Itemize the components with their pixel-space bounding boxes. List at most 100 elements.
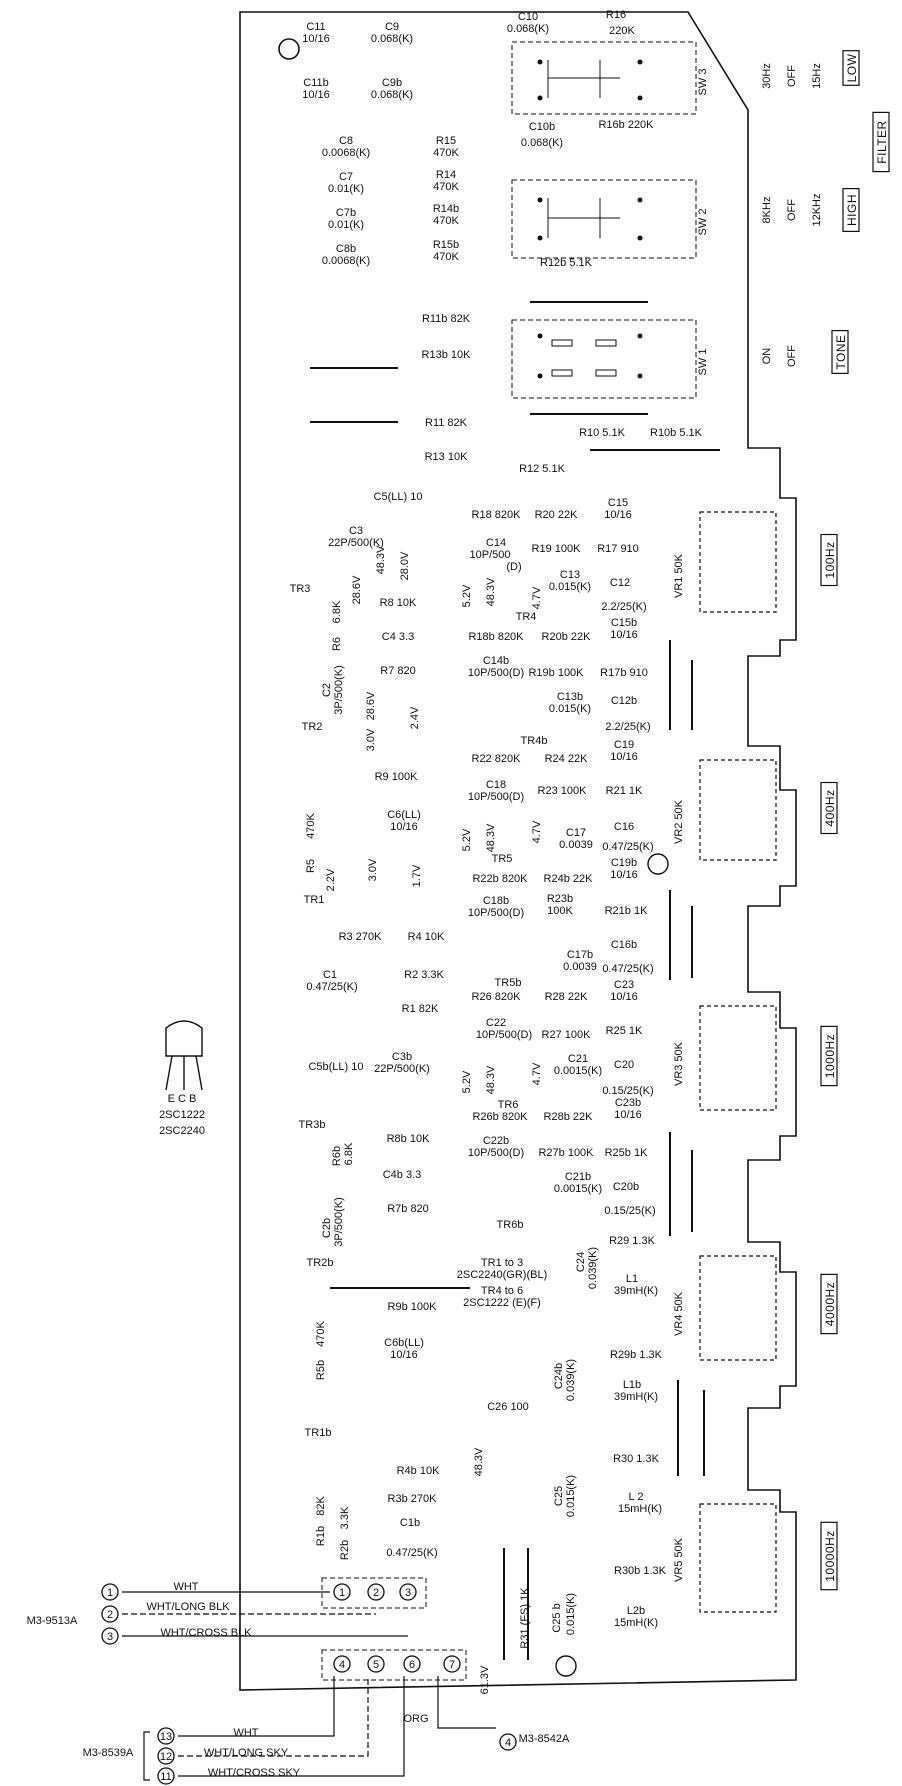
component-label: C7b xyxy=(336,207,356,219)
jumper-wires xyxy=(310,301,720,1660)
component-label: C19 xyxy=(614,739,634,751)
component-label: TR4b xyxy=(521,735,548,747)
component-label: 0.068(K) xyxy=(371,33,413,45)
component-label: TR6 xyxy=(498,1099,519,1111)
component-label: C11b xyxy=(303,77,328,89)
vertical-label: 0.015(K) xyxy=(565,1475,577,1517)
component-label: C1 xyxy=(323,969,337,981)
component-label: R20b 22K xyxy=(542,631,592,643)
vertical-label: 30Hz xyxy=(761,63,773,89)
vertical-label: R5 xyxy=(305,859,317,873)
component-label: 0.15/25(K) xyxy=(602,1085,653,1097)
component-label: TR2 xyxy=(302,721,323,733)
vertical-label: VR2 50K xyxy=(673,799,685,844)
component-label: 0.0039 xyxy=(563,961,597,973)
label-frame xyxy=(820,781,838,835)
component-label: R21 1K xyxy=(606,785,643,797)
connector-pin: 1 xyxy=(101,1583,119,1601)
terminal-pin-number: 6 xyxy=(409,1659,415,1671)
component-label: C1b xyxy=(400,1517,420,1529)
vertical-label: 5.2V xyxy=(461,584,473,607)
component-label: WHT xyxy=(173,1581,198,1593)
connector-pin-ring xyxy=(157,1767,175,1785)
component-label: R4b 10K xyxy=(397,1465,440,1477)
mounting-hole-bottom xyxy=(555,1655,577,1677)
component-label: TR4 xyxy=(516,611,537,623)
label-frame xyxy=(842,50,860,86)
vertical-label: 470K xyxy=(305,812,317,838)
component-label: 39mH(K) xyxy=(614,1285,658,1297)
component-label: R3b 270K xyxy=(388,1493,438,1505)
component-label: 220K xyxy=(609,25,635,37)
switch-sw1 xyxy=(511,319,697,399)
component-label: 0.068(K) xyxy=(521,137,563,149)
component-label: R22b 820K xyxy=(472,873,528,885)
vertical-label: 4.7V xyxy=(531,586,543,609)
terminal-pin: 7 xyxy=(443,1655,461,1673)
component-label: WHT/LONG BLK xyxy=(146,1601,230,1613)
connector-pin: 3 xyxy=(101,1627,119,1645)
vertical-label: C25 xyxy=(553,1486,565,1506)
vertical-label: 3.0V xyxy=(365,728,377,751)
terminal-pin: 1 xyxy=(333,1583,351,1601)
connector-pin: 12 xyxy=(157,1747,175,1765)
boxed-label: HIGH xyxy=(842,188,860,232)
component-label: C21b xyxy=(565,1171,591,1183)
component-label: TR5 xyxy=(492,853,513,865)
component-label: R25 1K xyxy=(606,1025,643,1037)
component-label: C9 xyxy=(385,21,399,33)
component-label: 0.015(K) xyxy=(549,703,591,715)
label-frame xyxy=(872,111,890,173)
component-label: R17b 910 xyxy=(600,667,648,679)
connector-pin-number: 1 xyxy=(107,1587,113,1599)
vertical-label: 48.3V xyxy=(473,1447,485,1476)
component-label: L2b xyxy=(627,1605,645,1617)
component-label: TR1 to 3 xyxy=(481,1257,523,1269)
component-label: C8b xyxy=(336,243,356,255)
vertical-label: R1b xyxy=(315,1526,327,1546)
vertical-label: 0.039(K) xyxy=(587,1247,599,1289)
vertical-label: 6.8K xyxy=(331,600,343,623)
component-label: C12b xyxy=(611,695,637,707)
component-label: R13b 10K xyxy=(422,349,472,361)
component-label: R28b 22K xyxy=(544,1111,594,1123)
label-frame xyxy=(820,1521,838,1591)
component-label: 100K xyxy=(547,905,573,917)
component-label: 470K xyxy=(433,251,459,263)
component-label: C14 xyxy=(486,537,506,549)
component-label: TR3 xyxy=(290,583,311,595)
component-label: 0.0015(K) xyxy=(554,1183,602,1195)
component-label: R18b 820K xyxy=(468,631,524,643)
vertical-label: 48.3V xyxy=(375,545,387,574)
component-label: 0.015(K) xyxy=(549,581,591,593)
vertical-label: R2b xyxy=(339,1540,351,1560)
component-label: R7 820 xyxy=(380,665,415,677)
component-labels: C1110/16C90.068(K)C100.068(K)R16220KC11b… xyxy=(27,9,703,1779)
terminal-pin-ring xyxy=(333,1583,351,1601)
component-label: R11b 82K xyxy=(422,313,471,325)
component-label: C3 xyxy=(349,525,363,537)
vertical-label: 3.3K xyxy=(339,1506,351,1529)
vertical-label: VR5 50K xyxy=(673,1537,685,1582)
component-label: R24 22K xyxy=(545,753,588,765)
vertical-label: 48.3V xyxy=(485,577,497,606)
component-label: C22 xyxy=(486,1017,506,1029)
terminal-pin: 3 xyxy=(399,1583,417,1601)
component-label: 10/16 xyxy=(610,991,638,1003)
component-label: TR4 to 6 xyxy=(481,1285,523,1297)
component-label: 10/16 xyxy=(390,1349,418,1361)
vertical-label: SW 1 xyxy=(697,349,709,376)
vertical-label: 0.039(K) xyxy=(565,1359,577,1401)
boxed-label-text: HIGH xyxy=(845,194,859,226)
component-label: C22b xyxy=(483,1135,509,1147)
component-label: R16 xyxy=(606,9,626,21)
vertical-label: 2.4V xyxy=(409,706,421,729)
component-label: C15 xyxy=(608,497,628,509)
vertical-label: R6b xyxy=(331,1146,343,1166)
label-frame xyxy=(820,1273,838,1335)
boxed-label-text: 4000Hz xyxy=(823,1282,837,1326)
terminal-pin-ring xyxy=(399,1583,417,1601)
component-label: R1 82K xyxy=(402,1003,439,1015)
